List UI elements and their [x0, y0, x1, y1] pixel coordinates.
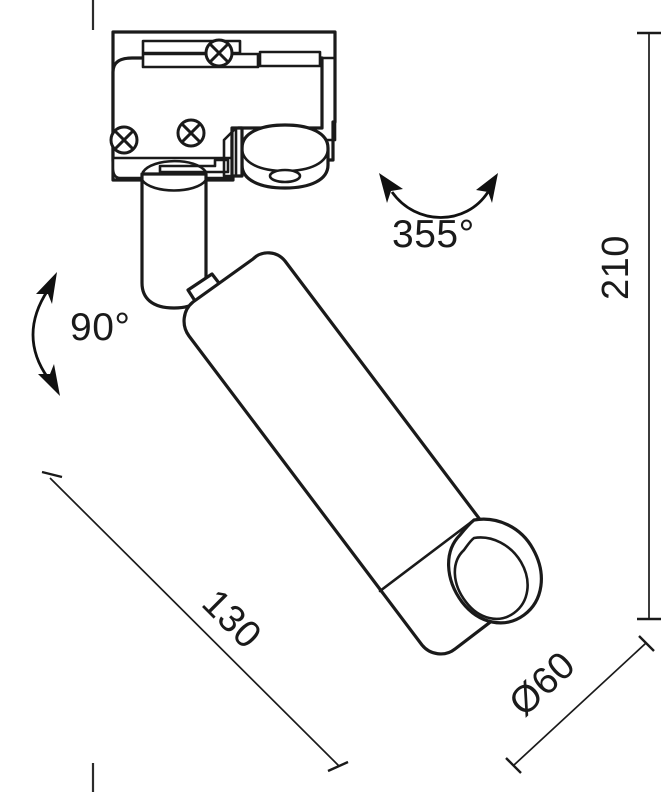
adapter-bracket-face [222, 126, 238, 178]
diameter-dim-tick-end [638, 635, 655, 652]
height-dimension [637, 31, 661, 621]
neck-stem-top-edge [140, 178, 208, 192]
adapter-right-step [320, 56, 337, 142]
contact-slot-right [258, 50, 322, 68]
diameter-dimension [505, 635, 655, 774]
diameter-dim-tick-start [505, 757, 522, 774]
barrel-rim-band [378, 518, 476, 593]
tilt-arrow-down [38, 364, 60, 396]
screw-center [176, 118, 206, 148]
diameter-dim-line [513, 642, 647, 766]
pivot-boss [240, 123, 330, 190]
tilt-arc [31, 289, 50, 379]
pivot-boss-center-hole [268, 168, 302, 184]
barrel-tube [182, 251, 525, 656]
screw-left [109, 125, 139, 155]
tilt-angle-label: 90° [70, 306, 130, 349]
barrel-body [182, 251, 543, 656]
adapter-keyway-notch [158, 158, 230, 174]
length-dim-line [49, 477, 340, 767]
contact-slot-lower [141, 52, 260, 69]
tilt-arrow-up [36, 272, 57, 304]
lens-aperture [453, 536, 529, 621]
pan-arc [390, 191, 490, 219]
lens-rim-outer [447, 517, 543, 625]
adapter-neck-seat [141, 159, 208, 174]
pan-arrow-right [476, 173, 498, 203]
height-dim-label: 210 [595, 235, 637, 300]
length-dim-label: 130 [194, 582, 270, 658]
pan-rotation-indicator [379, 173, 498, 219]
pan-arrow-left [379, 173, 403, 203]
length-dimension [41, 470, 349, 773]
tilt-rotation-indicator [31, 272, 60, 396]
pivot-boss-body [240, 123, 330, 190]
pan-angle-label: 355° [392, 213, 475, 256]
length-dim-tick-end [327, 760, 349, 773]
screw-top [204, 38, 234, 68]
track-adapter [109, 30, 337, 190]
length-dim-tick-start [41, 470, 63, 479]
